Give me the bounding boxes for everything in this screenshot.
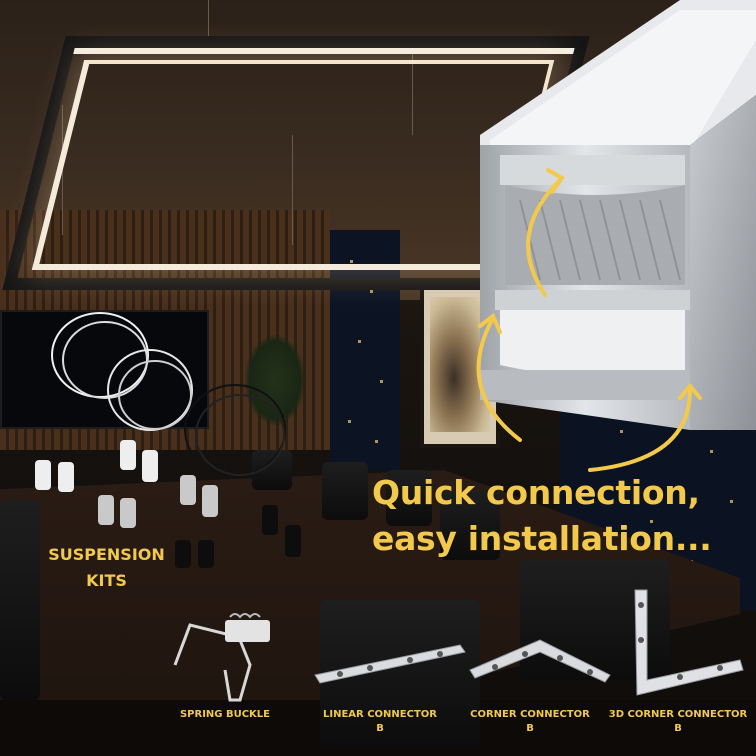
3d-corner-connector-label: 3D CORNER CONNECTOR B bbox=[600, 708, 756, 736]
label-line: KITS bbox=[86, 571, 127, 590]
window-left bbox=[330, 230, 400, 470]
chair bbox=[386, 470, 432, 526]
label-line: 3D CORNER CONNECTOR bbox=[608, 709, 748, 720]
curved-arrow-icon bbox=[588, 388, 692, 472]
hanging-wire bbox=[62, 105, 63, 235]
linear-connector-label: LINEAR CONNECTOR B bbox=[315, 708, 445, 736]
label-line: CORNER CONNECTOR bbox=[470, 709, 590, 720]
corner-connector-image bbox=[469, 639, 611, 683]
wall-tv bbox=[0, 310, 209, 429]
curved-arrow-icon bbox=[476, 318, 522, 442]
label-line: LINEAR CONNECTOR bbox=[323, 709, 437, 720]
hanging-wire bbox=[208, 0, 209, 40]
suspension-kits-image bbox=[35, 312, 301, 568]
chair bbox=[0, 500, 40, 700]
linear-connector-image bbox=[314, 644, 466, 684]
spring-buckle-label: SPRING BUCKLE bbox=[179, 709, 271, 720]
hanging-wire bbox=[412, 45, 413, 135]
spring-buckle-image bbox=[173, 613, 270, 702]
label-line: B bbox=[376, 723, 384, 734]
label-line: B bbox=[526, 723, 534, 734]
curved-arrow-icon bbox=[526, 178, 562, 297]
headline: Quick connection, easy installation... bbox=[372, 470, 756, 562]
aluminum-led-profile bbox=[480, 0, 756, 430]
label-line: B bbox=[674, 723, 682, 734]
suspension-kits-label: SUSPENSION KITS bbox=[34, 542, 179, 594]
label-line: SUSPENSION bbox=[48, 545, 165, 564]
headline-line-1: Quick connection, bbox=[372, 473, 700, 512]
chair bbox=[322, 462, 368, 520]
corner-connector-label: CORNER CONNECTOR B bbox=[465, 708, 595, 736]
hanging-wire bbox=[292, 135, 293, 245]
arrow-head-icon bbox=[478, 312, 502, 334]
chair bbox=[440, 490, 500, 560]
3d-corner-connector-image bbox=[634, 589, 744, 696]
arrow-head-icon bbox=[678, 382, 702, 400]
arrow-head-icon bbox=[546, 168, 565, 194]
headline-line-2: easy installation... bbox=[372, 519, 712, 558]
